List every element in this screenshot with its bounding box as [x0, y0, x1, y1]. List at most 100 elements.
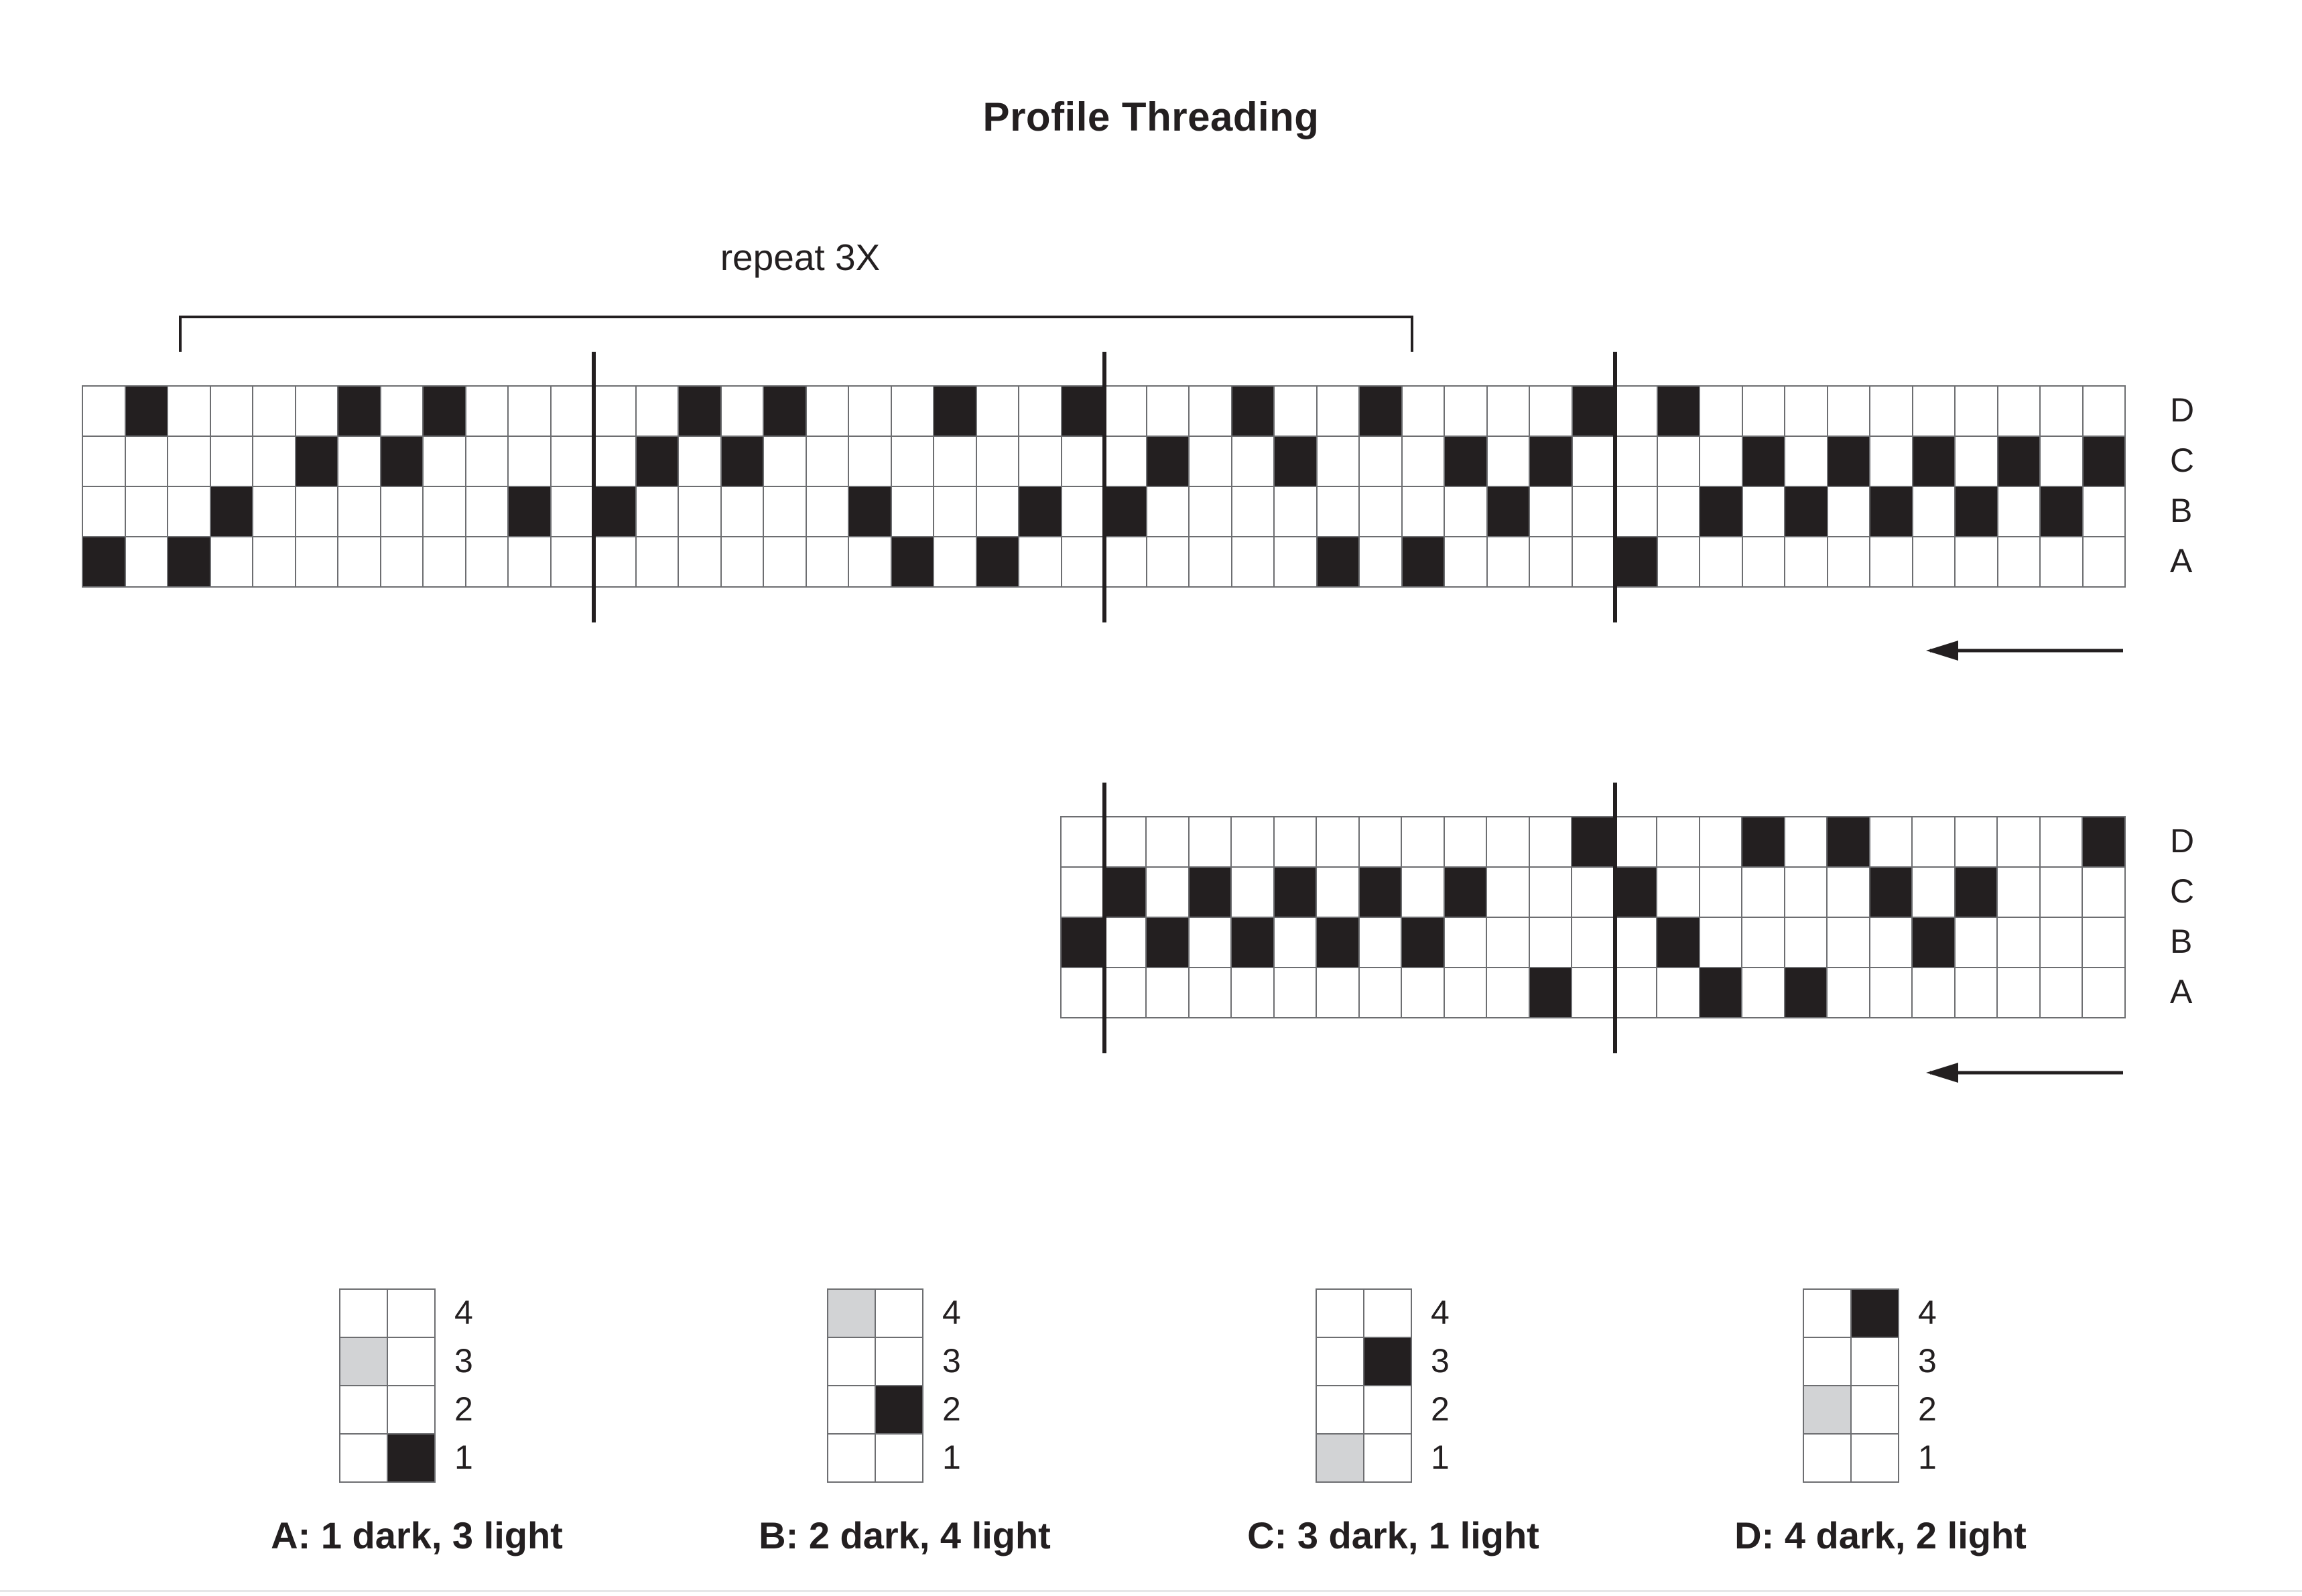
threading-cell [1062, 537, 1104, 588]
threading-cell-filled [1828, 817, 1870, 868]
threading-cell [849, 387, 892, 437]
threading-cell [1444, 968, 1487, 1018]
threading-cell-filled [636, 437, 679, 487]
threading-cell-filled [1445, 437, 1488, 487]
threading-cell [296, 537, 338, 588]
threading-cell [1104, 537, 1147, 588]
threading-cell [1828, 918, 1870, 968]
threading-cell [2040, 968, 2083, 1018]
threading-cell [934, 487, 977, 537]
key-grid-row [1804, 1435, 1899, 1483]
threading-cell [1104, 817, 1147, 868]
threading-cell [1742, 537, 1785, 588]
threading-row-C [1062, 868, 2126, 918]
threading-cell [1232, 487, 1275, 537]
threading-cell [338, 487, 381, 537]
threading-cell [1615, 387, 1658, 437]
threading-cell [1147, 537, 1190, 588]
key-cell-light [828, 1290, 876, 1338]
key-grid-row [1804, 1338, 1899, 1386]
threading-cell [1742, 968, 1785, 1018]
threading-cell [1785, 387, 1828, 437]
threading-cell [1232, 437, 1275, 487]
threading-cell-filled [1402, 537, 1445, 588]
threading-cell [1189, 817, 1232, 868]
threading-cell [1742, 487, 1785, 537]
threading-cell [1870, 437, 1913, 487]
key-cell [1852, 1435, 1899, 1483]
threading-row-D [83, 387, 2126, 437]
threading-cell [338, 537, 381, 588]
threading-cell [1998, 918, 2041, 968]
threading-cell [466, 437, 509, 487]
threading-cell [2041, 537, 2084, 588]
shaft-number-label: 1 [454, 1439, 473, 1476]
threading-row-B [83, 487, 2126, 537]
threading-cell-filled [509, 487, 552, 537]
threading-cell [338, 437, 381, 487]
threading-cell [1572, 537, 1615, 588]
threading-cell-filled [1955, 868, 1998, 918]
threading-cell [1785, 537, 1828, 588]
shaft-number-label: 2 [454, 1390, 473, 1428]
key-cell [1804, 1290, 1852, 1338]
threading-cell [1530, 537, 1573, 588]
shaft-number-label: 3 [1918, 1342, 1937, 1380]
threading-cell-filled [721, 437, 764, 487]
threading-cell [1870, 537, 1913, 588]
threading-cell [1062, 487, 1104, 537]
threading-cell [1402, 868, 1445, 918]
threading-cell [1317, 487, 1360, 537]
shaft-number-label: 3 [1431, 1342, 1450, 1380]
threading-cell-filled [1487, 487, 1530, 537]
threading-cell [1147, 387, 1190, 437]
reading-direction-arrow-icon [1923, 1058, 2124, 1087]
threading-cell [806, 437, 849, 487]
threading-cell-filled [1317, 918, 1360, 968]
threading-cell-filled [1998, 437, 2041, 487]
key-grid-row [828, 1290, 923, 1338]
key-cell [1317, 1338, 1364, 1386]
threading-cell [2041, 387, 2084, 437]
key-grid-row [340, 1338, 436, 1386]
threading-cell [1614, 817, 1657, 868]
threading-cell-filled [1402, 918, 1445, 968]
threading-cell-filled [296, 437, 338, 487]
threading-cell [1998, 487, 2041, 537]
key-cell [340, 1290, 388, 1338]
threading-cell [764, 437, 807, 487]
threading-cell [849, 437, 892, 487]
threading-cell-filled [1785, 968, 1828, 1018]
threading-cell-filled [1956, 487, 1998, 537]
threading-cell [509, 437, 552, 487]
threading-cell [1147, 817, 1190, 868]
threading-cell [1828, 537, 1870, 588]
key-cell [388, 1338, 436, 1386]
threading-cell [1147, 868, 1190, 918]
threading-cell [1572, 918, 1615, 968]
shaft-number-label: 3 [942, 1342, 961, 1380]
threading-cell [1870, 918, 1913, 968]
shaft-number-label: 4 [1918, 1294, 1937, 1331]
threading-cell [1572, 437, 1615, 487]
threading-cell [83, 487, 126, 537]
threading-cell [2040, 868, 2083, 918]
threading-cell [1828, 968, 1870, 1018]
reading-direction-arrow-icon [1923, 636, 2124, 665]
threading-grid-line-2 [1060, 783, 2126, 1053]
threading-cell [976, 487, 1019, 537]
threading-cell [253, 387, 296, 437]
threading-cell-filled [168, 537, 211, 588]
key-cell [1364, 1290, 1412, 1338]
key-cell [1804, 1338, 1852, 1386]
threading-cell [253, 487, 296, 537]
threading-cell-filled [2083, 817, 2126, 868]
threading-cell [210, 387, 253, 437]
page-bottom-edge [0, 1590, 2302, 1592]
block-row-label-D: D [2170, 391, 2195, 429]
block-row-label-B: B [2170, 492, 2193, 529]
threading-cell [509, 537, 552, 588]
block-row-label-C: C [2170, 872, 2195, 910]
threading-cell [1657, 537, 1700, 588]
